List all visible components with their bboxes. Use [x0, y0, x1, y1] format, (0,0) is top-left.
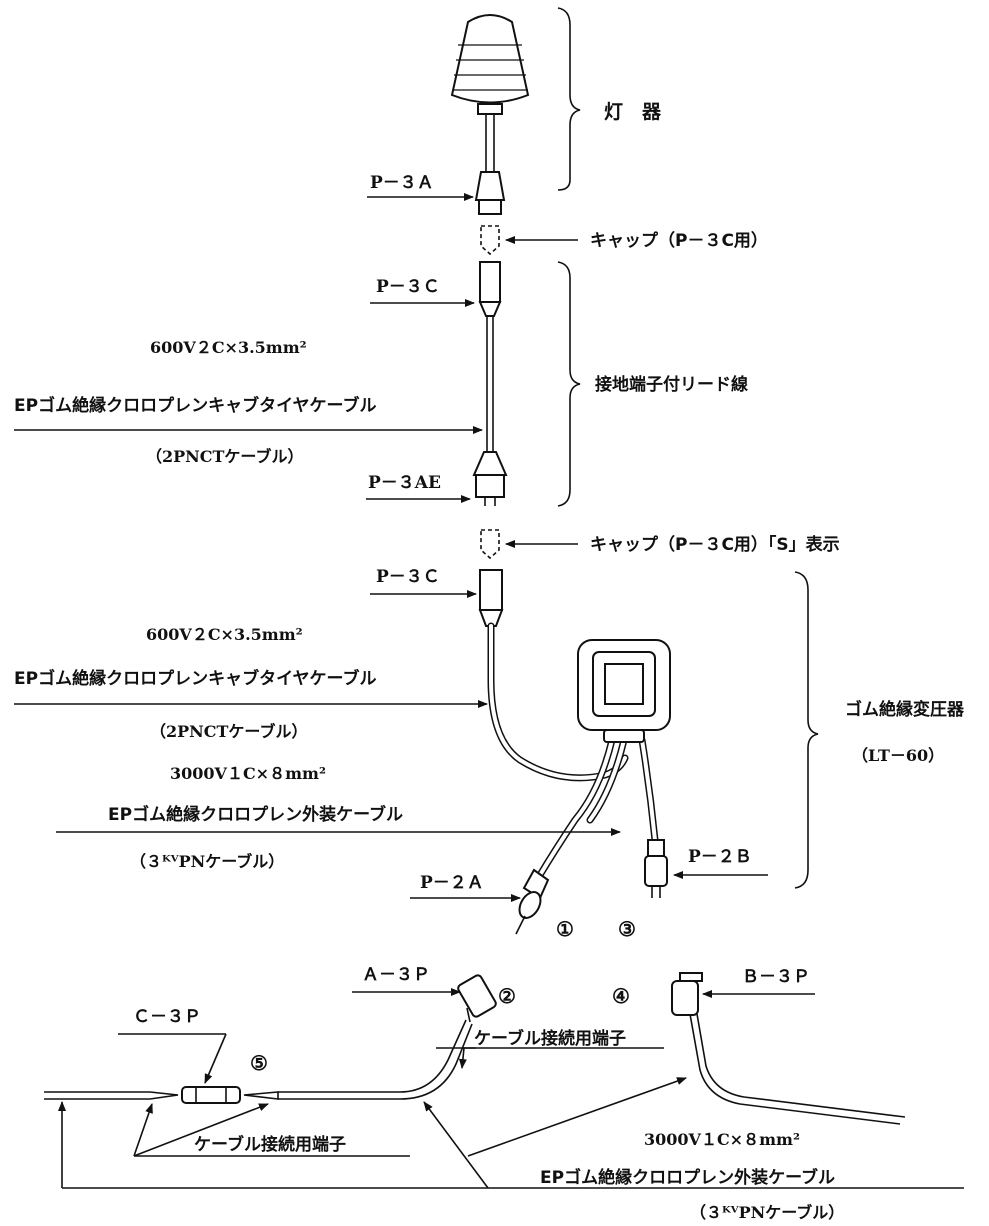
tx-brace-label-2: （LT－60） — [852, 746, 944, 765]
marker-2: ② — [498, 984, 516, 1008]
p3a-label: P－３Ａ — [370, 173, 434, 193]
marker-5: ⑤ — [250, 1051, 268, 1075]
tx-brace-label-1: ゴム絶縁変圧器 — [845, 699, 965, 720]
tx-cable-type: （2PNCTケーブル） — [150, 722, 307, 741]
lead-cable-spec: 600V２C×3.5mm² — [150, 338, 307, 357]
b3p-label: Ｂ－３Ｐ — [742, 967, 810, 987]
p2b-label: P－２Ｂ — [688, 847, 752, 867]
p2b-connector — [644, 839, 668, 898]
a3p-connector — [457, 974, 497, 1023]
cap-1 — [480, 225, 500, 256]
terminal-left-label: ケーブル接続用端子 — [194, 1134, 346, 1155]
transformer-brace — [794, 571, 819, 889]
bottom-hv-name: EPゴム絶縁クロロプレン外装ケーブル — [540, 1167, 835, 1188]
c3p-pointer — [118, 1033, 227, 1084]
c3p-label: Ｃ－３Ｐ — [133, 1007, 201, 1027]
transformer-cables — [478, 569, 659, 879]
lead-p3ae-label: P－３AE — [368, 473, 441, 493]
transformer-body — [577, 639, 671, 743]
p2a-connector — [515, 868, 550, 935]
terminal-right-arrow — [458, 1047, 476, 1069]
bottom-hv-spec: 3000V１C×８mm² — [644, 1130, 800, 1149]
tx-hv-spec: 3000V１C×８mm² — [170, 764, 326, 783]
bottom-hv-pointers — [58, 1077, 964, 1189]
p2a-label: P－２Ａ — [420, 873, 484, 893]
marker-1: ① — [556, 917, 574, 941]
marker-3: ③ — [618, 917, 636, 941]
lamp-brace-label: 灯 器 — [604, 101, 662, 123]
tx-p3c-label: P－３Ｃ — [376, 567, 440, 587]
lamp-brace — [557, 7, 581, 191]
lamp-fixture — [450, 14, 530, 215]
marker-4: ④ — [612, 984, 630, 1008]
b3p-connector — [671, 972, 703, 1016]
tx-hv-name: EPゴム絶縁クロロプレン外装ケーブル — [108, 804, 403, 825]
lead-p3c-label: P－３Ｃ — [376, 277, 440, 297]
lead-brace-label: 接地端子付リード線 — [595, 374, 748, 395]
bottom-cables — [44, 1013, 906, 1125]
cap-2 — [480, 529, 500, 560]
tx-cable-name: EPゴム絶縁クロロプレンキャブタイヤケーブル — [14, 668, 377, 689]
terminal-left-pointers — [133, 1103, 410, 1157]
lead-wire — [472, 261, 508, 506]
lead-cable-type: （2PNCTケーブル） — [146, 447, 303, 466]
bottom-hv-type: （３ᴷⱽPNケーブル） — [690, 1203, 844, 1222]
lead-cable-name: EPゴム絶縁クロロプレンキャブタイヤケーブル — [14, 395, 377, 416]
tx-hv-type: （３ᴷⱽPNケーブル） — [130, 852, 284, 871]
terminal-right-label: ケーブル接続用端子 — [474, 1028, 626, 1049]
tx-cable-spec: 600V２C×3.5mm² — [146, 625, 303, 644]
cap-1-label: キャップ（P－３C用） — [590, 230, 768, 251]
a3p-label: Ａ－３Ｐ — [362, 965, 430, 985]
cap-2-label: キャップ（P－３C用）「S」表示 — [590, 534, 840, 555]
lead-brace — [557, 261, 581, 507]
